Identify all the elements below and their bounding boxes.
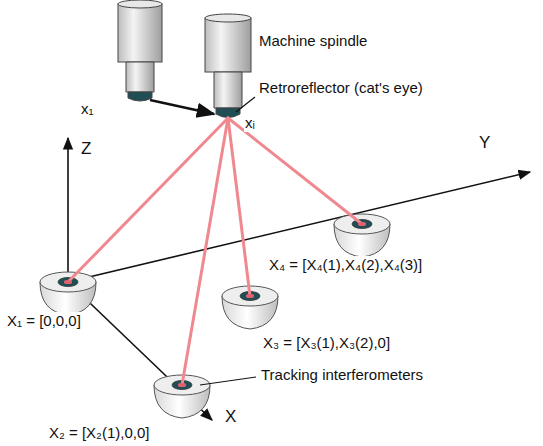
part-label: X₁ = [0,0,0] xyxy=(6,312,82,330)
part-label: X₄ = [X₄(1),X₄(2),X₄(3)] xyxy=(268,256,423,274)
part-label: Retroreflector (cat's eye) xyxy=(258,79,424,97)
machine-spindle xyxy=(118,0,162,101)
tracking-interferometer xyxy=(40,272,96,315)
part-label: Machine spindle xyxy=(258,32,368,50)
axis-label: X xyxy=(224,408,237,426)
part-label: xᵢ xyxy=(244,114,256,132)
axis-label: Y xyxy=(478,134,491,152)
axis-label: Z xyxy=(80,140,92,158)
leader-line xyxy=(200,97,256,385)
machine-spindle xyxy=(205,14,251,118)
motion-arrow xyxy=(150,100,214,114)
part-label: x₁ xyxy=(80,100,95,118)
part-label: Tracking interferometers xyxy=(260,366,424,384)
tracking-interferometer xyxy=(334,214,390,257)
part-label: X₃ = [X₃(1),X₃(2),0] xyxy=(262,334,391,352)
axes xyxy=(68,138,530,420)
part-label: X₂ = [X₂(1),0,0] xyxy=(48,424,150,442)
